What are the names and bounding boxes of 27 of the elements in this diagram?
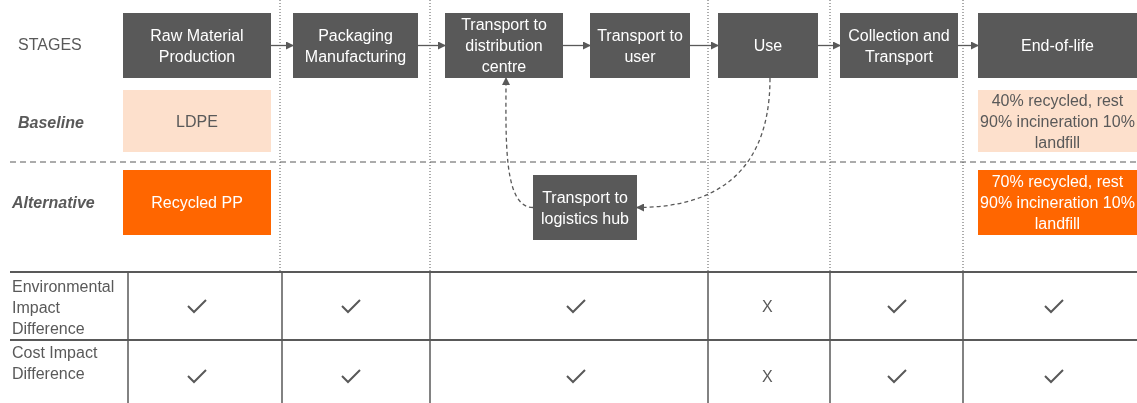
arrow <box>817 41 841 50</box>
row-heading: Alternative <box>12 193 95 213</box>
row-heading: Environmental Impact Difference <box>12 277 116 339</box>
stage-box: Use <box>718 13 818 78</box>
stage-box: Transport to distribution centre <box>445 13 563 78</box>
arrow <box>562 41 591 50</box>
option-box: 40% recycled, rest 90% incineration 10% landfill <box>978 90 1137 152</box>
arrow <box>270 41 294 50</box>
arrow <box>636 77 771 212</box>
arrow <box>502 77 534 209</box>
stage-heading: STAGES <box>18 35 82 55</box>
stage-box: Collection and Transport <box>840 13 958 78</box>
arrow <box>417 41 446 50</box>
row-heading: Cost Impact Difference <box>12 343 99 384</box>
stage-box: Transport to user <box>590 13 690 78</box>
option-box: Recycled PP <box>123 170 271 235</box>
row-heading: Baseline <box>18 113 84 133</box>
option-box: 70% recycled, rest 90% incineration 10% landfill <box>978 170 1137 235</box>
stage-box: End-of-life <box>978 13 1137 78</box>
stage-box: Transport to logistics hub <box>533 175 637 240</box>
cross-mark: X <box>762 297 773 317</box>
stage-box: Raw Material Production <box>123 13 271 78</box>
stage-box: Packaging Manufacturing <box>293 13 418 78</box>
arrow <box>957 41 979 50</box>
cross-mark: X <box>762 367 773 387</box>
option-box: LDPE <box>123 90 271 152</box>
arrow <box>689 41 719 50</box>
